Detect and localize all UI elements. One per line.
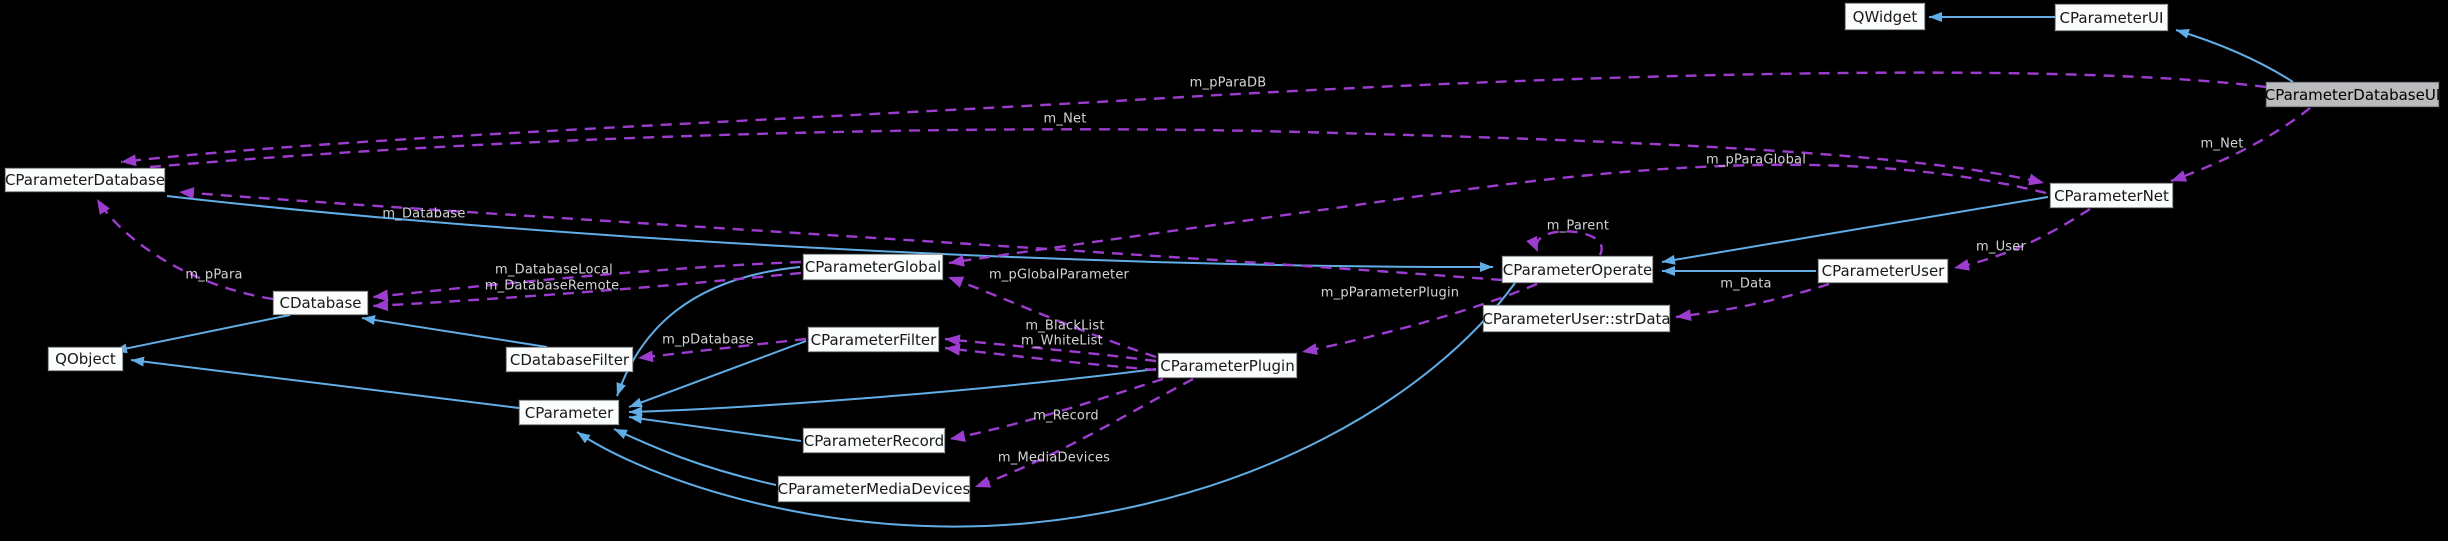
edge-usage-m-databaselocal <box>372 260 802 302</box>
edge-usage-m-blacklist <box>944 334 1157 363</box>
node-cparameternet[interactable]: CParameterNet <box>2050 183 2173 208</box>
label-m-parent: m_Parent <box>1546 218 1610 234</box>
edge-usage-m-whitelist <box>944 343 1157 372</box>
edge-usage-m-mediadevices <box>974 377 1194 489</box>
edge-cdatabasefilter-to-cdatabase <box>361 315 548 348</box>
node-cparameteruser-strdata[interactable]: CParameterUser::strData <box>1482 305 1671 332</box>
edge-cparameterrecord-to-cparameter <box>628 413 802 442</box>
edge-usage-m-parent-self-loop <box>1526 230 1603 256</box>
label-m-database: m_Database <box>382 206 466 222</box>
node-cparameterplugin[interactable]: CParameterPlugin <box>1158 353 1297 378</box>
label-m-data: m_Data <box>1720 276 1772 292</box>
edge-usage-m-pparameterplugin <box>1301 282 1538 355</box>
edge-usage-m-net-from-databaseui <box>2170 107 2311 183</box>
edge-cparameteroperate-to-cparameter <box>576 282 1516 528</box>
edge-cparametermediadevices-to-cparameter <box>613 428 777 486</box>
label-m-pparameterplugin: m_pParameterPlugin <box>1320 285 1460 301</box>
node-cparameterdatabase[interactable]: CParameterDatabase <box>5 168 165 192</box>
node-cparameteruser[interactable]: CParameterUser <box>1818 259 1948 283</box>
edge-usage-m-user <box>1953 207 2091 271</box>
edge-cparameter-to-qobject <box>130 356 520 409</box>
label-m-net-center: m_Net <box>1043 111 1087 127</box>
edge-cparameterplugin-to-cparameter <box>628 368 1157 417</box>
edge-usage-m-record <box>949 377 1164 442</box>
edge-usage-m-pdatabase <box>637 337 807 363</box>
edge-usage-m-ppara <box>95 198 274 301</box>
edge-usage-m-databaseremote <box>372 271 802 312</box>
label-m-blacklist: m_BlackList <box>1025 318 1105 334</box>
label-m-pdatabase: m_pDatabase <box>662 332 754 348</box>
node-cparametermediadevices[interactable]: CParameterMediaDevices <box>778 476 970 502</box>
node-cdatabase[interactable]: CDatabase <box>273 291 368 315</box>
label-m-pglobalparameter: m_pGlobalParameter <box>988 267 1130 283</box>
node-cparameterglobal[interactable]: CParameterGlobal <box>803 254 943 280</box>
node-cparameter[interactable]: CParameter <box>519 400 619 425</box>
node-cdatabasefilter[interactable]: CDatabaseFilter <box>506 347 633 372</box>
label-m-pparadb: m_pParaDB <box>1189 75 1267 91</box>
node-cparameterrecord[interactable]: CParameterRecord <box>803 428 945 453</box>
label-m-user: m_User <box>1976 239 2026 255</box>
label-m-databaselocal: m_DatabaseLocal <box>495 262 613 278</box>
label-m-net-right: m_Net <box>2200 136 2244 152</box>
node-qobject[interactable]: QObject <box>48 347 123 371</box>
label-m-whitelist: m_WhiteList <box>1021 333 1103 349</box>
label-m-ppara: m_pPara <box>185 267 243 283</box>
edge-usage-m-net-to-cparameternet <box>149 128 2045 186</box>
node-qwidget[interactable]: QWidget <box>1845 3 1925 30</box>
node-cparameterdatabaseui[interactable]: CParameterDatabaseUI <box>2265 82 2440 107</box>
edge-usage-m-pglobalparameter <box>947 275 1157 359</box>
edge-usage-m-pparaglobal <box>948 163 2047 267</box>
edge-cparameterfilter-to-cparameter <box>628 340 807 408</box>
label-m-databaseremote: m_DatabaseRemote <box>484 278 620 294</box>
node-cparameteroperate[interactable]: CParameterOperate <box>1502 256 1653 283</box>
edge-cparameterdatabaseui-to-cparameterui <box>2175 29 2294 83</box>
label-m-record: m_Record <box>1033 408 1099 424</box>
label-m-pparaglobal: m_pParaGlobal <box>1705 152 1807 168</box>
label-m-mediadevices: m_MediaDevices <box>997 450 1111 466</box>
edge-usage-m-data <box>1675 282 1830 322</box>
edge-cdatabase-to-qobject <box>113 314 291 354</box>
edge-usage-m-database <box>178 187 1503 282</box>
edge-cparameternet-to-cparameteroperate <box>1661 196 2049 265</box>
node-cparameterfilter[interactable]: CParameterFilter <box>808 327 939 352</box>
edge-usage-m-pparadb <box>120 71 2267 167</box>
node-cparameterui[interactable]: CParameterUI <box>2055 4 2168 31</box>
